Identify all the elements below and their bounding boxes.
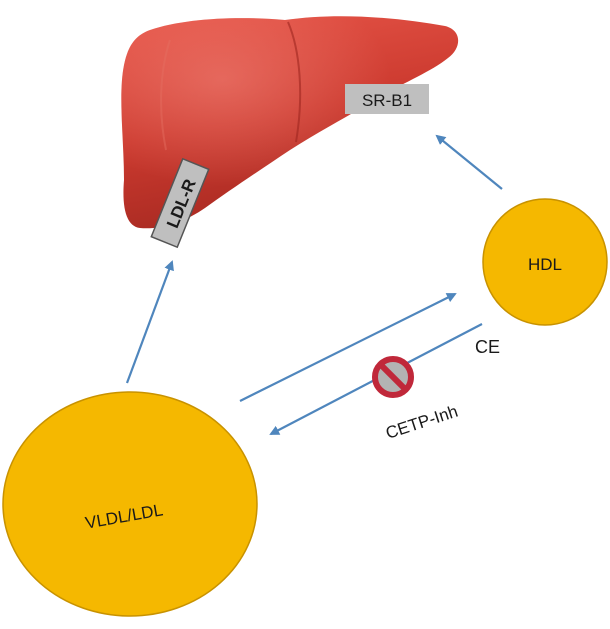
sr-b1-receptor: SR-B1 — [345, 84, 429, 114]
sr-b1-box — [345, 84, 429, 114]
cetp-inh-label: CETP-Inh — [383, 402, 460, 443]
hdl-particle: HDL — [482, 198, 608, 326]
liver-lobe-divider — [287, 21, 302, 143]
hdl-label: HDL — [528, 255, 562, 274]
ldl-to-liver-arrow — [125, 260, 174, 384]
vldl-ldl-circle — [2, 391, 258, 617]
ldl-r-box — [150, 157, 210, 249]
ce-label: CE — [475, 337, 500, 357]
liver-lobe-crease — [160, 39, 171, 151]
ldl-to-hdl-arrow — [239, 293, 457, 402]
hdl-circle — [482, 198, 608, 326]
vldl-ldl-particle: VLDL/LDL — [2, 391, 258, 617]
prohibition-icon — [372, 356, 414, 398]
hdl-to-sr-b1-arrow — [435, 134, 503, 190]
sr-b1-label: SR-B1 — [362, 91, 412, 110]
